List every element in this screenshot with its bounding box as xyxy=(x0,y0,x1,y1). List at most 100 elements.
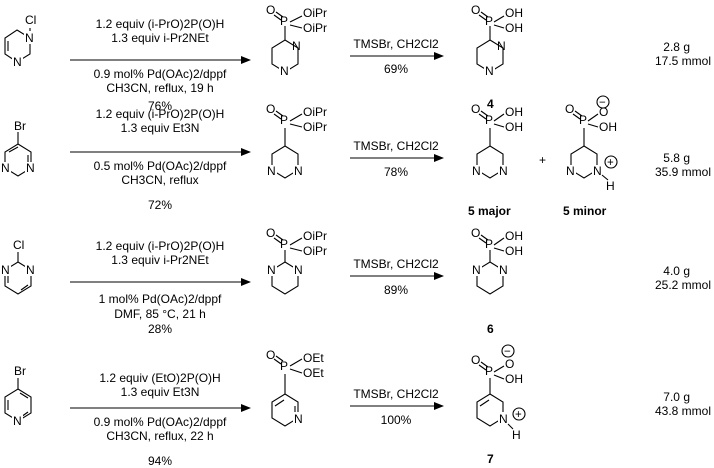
atom-p: P xyxy=(485,364,493,378)
substituent-label: OEt xyxy=(303,366,324,380)
sm-bromopyrimidine: Br N N xyxy=(0,119,36,177)
atom-p: P xyxy=(280,359,288,373)
product-5-minor: P O O OH − N N + H 5 minor xyxy=(563,95,618,218)
atom-n: N xyxy=(26,263,35,277)
atom-n: N xyxy=(485,64,494,78)
reagent-text: 1.2 equiv (EtO)2P(O)H xyxy=(99,371,220,385)
yield-text: 89% xyxy=(384,283,408,297)
reagent-text: TMSBr, CH2Cl2 xyxy=(353,257,439,271)
product-5-major: P O OH OH N N 5 major xyxy=(468,102,523,218)
negative-charge-circle xyxy=(501,344,515,358)
condition-text: CH3CN, reflux, 22 h xyxy=(106,429,213,443)
atom-n: N xyxy=(294,164,303,178)
compound-label: 7 xyxy=(487,452,494,466)
atom-n: N xyxy=(472,164,481,178)
atom-oh: OH xyxy=(505,372,523,386)
compound-label: 5 minor xyxy=(563,204,607,218)
atom-oh: OH xyxy=(505,6,523,20)
positive-charge-circle xyxy=(512,407,526,421)
atom-o: O xyxy=(565,102,574,116)
atom-o: O xyxy=(266,348,275,362)
plus-sign: + xyxy=(539,153,546,167)
reagent-text: 1.2 equiv (i-PrO)2P(O)H xyxy=(96,17,225,31)
charge-plus: + xyxy=(515,409,522,421)
atom-p: P xyxy=(485,14,493,28)
mmol-text: 25.2 mmol xyxy=(655,278,711,292)
atom-p: P xyxy=(280,14,288,28)
reagent-text: TMSBr, CH2Cl2 xyxy=(353,139,439,153)
atom-oh: OH xyxy=(505,105,523,119)
atom-o: O xyxy=(266,102,275,116)
atom-n: N xyxy=(1,263,10,277)
atom-p: P xyxy=(280,237,288,251)
positive-charge-circle xyxy=(604,155,618,169)
atom-o: O xyxy=(266,226,275,240)
substituent-label: Br xyxy=(14,364,26,378)
negative-charge-circle xyxy=(596,95,610,109)
intermediate-phosphonate: P O OEt OEt N xyxy=(266,348,324,427)
mass-text: 4.0 g xyxy=(663,264,690,278)
condition-text: 1 mol% Pd(OAc)2/dppf xyxy=(99,292,222,306)
yield-text: 78% xyxy=(384,165,408,179)
substituent-label: OiPr xyxy=(303,6,327,20)
atom-p: P xyxy=(280,113,288,127)
substituent-label: OiPr xyxy=(303,120,327,134)
sm-chloropyrimidine: Cl N N xyxy=(0,238,36,295)
atom-n: N xyxy=(26,161,35,175)
reagent-text: 1.3 equiv i-Pr2NEt xyxy=(111,253,209,267)
compound-label: 5 major xyxy=(468,204,511,218)
product-7: P O O OH − N + H 7 xyxy=(471,344,526,466)
substituent-label: OiPr xyxy=(303,229,327,243)
substituent-label: OiPr xyxy=(303,105,327,119)
atom-o: O xyxy=(266,3,275,17)
product-4: P O OH OH N N 4 xyxy=(471,3,523,111)
condition-text: 0.9 mol% Pd(OAc)2/dppf xyxy=(94,415,227,429)
atom-h: H xyxy=(512,428,521,442)
atom-o: O xyxy=(599,105,608,119)
charge-minus: − xyxy=(504,346,511,358)
mmol-text: 17.5 mmol xyxy=(655,54,711,68)
charge-plus: + xyxy=(607,157,614,169)
atom-p: P xyxy=(485,113,493,127)
substituent-label: OEt xyxy=(303,351,324,365)
atom-n: N xyxy=(292,39,301,53)
sm-chloropyrazine: N N Cl xyxy=(4,13,36,69)
yield-text: 72% xyxy=(148,198,172,212)
atom-oh: OH xyxy=(505,120,523,134)
atom-n: N xyxy=(472,263,481,277)
atom-n: N xyxy=(499,263,508,277)
atom-n: N xyxy=(13,55,22,69)
atom-n: N xyxy=(294,412,303,426)
mmol-text: 43.8 mmol xyxy=(655,404,711,418)
condition-text: CH3CN, reflux, 19 h xyxy=(106,81,213,95)
mass-text: 7.0 g xyxy=(663,390,690,404)
mass-text: 2.8 g xyxy=(663,40,690,54)
atom-oh: OH xyxy=(599,120,617,134)
condition-text: DMF, 85 °C, 21 h xyxy=(114,307,206,321)
atom-o: O xyxy=(471,3,480,17)
substituent-label: OiPr xyxy=(303,21,327,35)
atom-n: N xyxy=(497,39,506,53)
mass-text: 5.8 g xyxy=(663,151,690,165)
substituent-label: Br xyxy=(14,119,26,133)
reagent-text: 1.3 equiv i-Pr2NEt xyxy=(111,31,209,45)
reagent-text: TMSBr, CH2Cl2 xyxy=(353,387,439,401)
reagent-text: TMSBr, CH2Cl2 xyxy=(353,37,439,51)
yield-text: 76% xyxy=(148,99,172,113)
charge-minus: − xyxy=(599,97,606,109)
atom-o: O xyxy=(471,353,480,367)
atom-p: P xyxy=(485,237,493,251)
sm-bromopyridine: Br N xyxy=(4,364,32,428)
yield-text: 28% xyxy=(148,322,172,336)
condition-text: 0.9 mol% Pd(OAc)2/dppf xyxy=(94,67,227,81)
reaction-row-4: Br N 1.2 equiv (EtO)2P(O)H 1.3 equiv Et3… xyxy=(4,344,711,468)
yield-text: 100% xyxy=(381,413,412,427)
condition-text: 0.5 mol% Pd(OAc)2/dppf xyxy=(94,159,227,173)
atom-n: N xyxy=(280,64,289,78)
substituent-label: Cl xyxy=(13,238,24,252)
substituent-label: Cl xyxy=(25,13,36,27)
atom-p: P xyxy=(579,113,587,127)
atom-h: H xyxy=(606,179,615,193)
reagent-text: 1.2 equiv (i-PrO)2P(O)H xyxy=(96,107,225,121)
